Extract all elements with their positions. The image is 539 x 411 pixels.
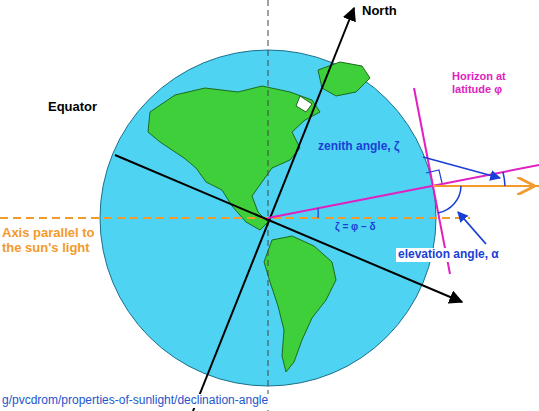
sun-axis-line <box>0 217 470 219</box>
zenith-label: zenith angle, ζ <box>318 140 400 154</box>
vertical-reference <box>268 0 269 411</box>
earth-axis <box>193 8 354 411</box>
equator-label: Equator <box>48 100 97 115</box>
zenith-leader <box>423 157 500 178</box>
elevation-arc <box>438 186 461 213</box>
elevation-label: elevation angle, α <box>396 248 501 262</box>
source-url: g/pvcdrom/properties-of-sunlight/declina… <box>0 394 270 408</box>
sun-ray <box>433 185 539 187</box>
direction-label: North <box>362 4 397 19</box>
center-angle-arc <box>317 208 318 218</box>
sun-ray-head <box>526 185 527 187</box>
right-angle-mark <box>426 170 442 183</box>
equator-line <box>115 155 462 302</box>
sun-axis-label: Axis parallel to the sun's light <box>2 226 102 256</box>
latitude-line <box>268 165 539 218</box>
elevation-leader <box>458 212 486 244</box>
zenith-arc <box>503 172 505 186</box>
angle-formula: ζ = φ − δ <box>335 221 376 233</box>
horizon-line <box>414 88 450 274</box>
horizon-label: Horizon at latitude φ <box>452 70 536 95</box>
